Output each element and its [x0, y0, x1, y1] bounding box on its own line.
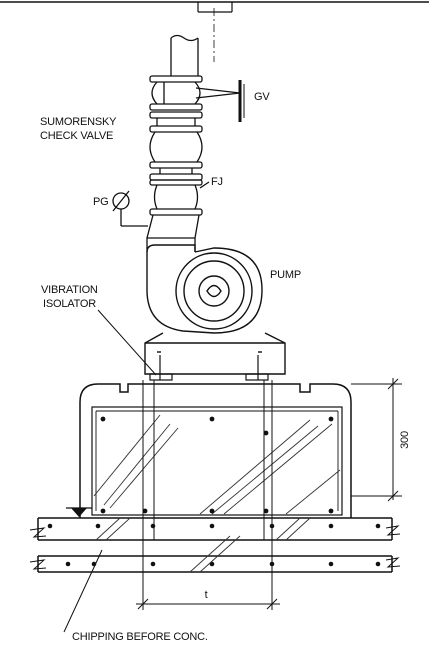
flexible-joint-label: FJ [211, 176, 223, 188]
reducer [146, 214, 200, 252]
vibration-isolator-label-line1: VIBRATION [41, 284, 98, 296]
anchor-lines [142, 380, 273, 610]
check-valve-label-line2: CHECK VALVE [40, 130, 113, 142]
gate-valve-assembly [149, 75, 245, 122]
pressure-gauge-label: PG [93, 196, 109, 208]
hatching [93, 414, 341, 515]
chipping-note-label: CHIPPING BEFORE CONC. [72, 631, 208, 643]
vibration-isolator-leader [97, 309, 157, 376]
vibration-isolator-label-line2: ISOLATOR [43, 298, 96, 310]
pressure-gauge [112, 190, 148, 227]
check-valve-assembly [149, 111, 203, 181]
vibration-isolators [149, 355, 269, 381]
slab-rebar-dots [47, 523, 381, 567]
dowel-hatching [95, 517, 311, 573]
pump-label: PUMP [270, 269, 301, 281]
level-marker-icon [71, 508, 87, 517]
dimension-300 [351, 378, 402, 502]
dimension-t [136, 598, 280, 610]
riser-pipe [170, 34, 199, 76]
flexible-joint [149, 179, 210, 216]
dimension-300-label: 300 [399, 431, 411, 449]
gate-valve-label: GV [254, 91, 270, 103]
top-border [0, 1, 429, 13]
pump-pedestal [144, 332, 286, 375]
dimension-t-label: t [205, 589, 208, 601]
concrete-base [79, 383, 352, 518]
rebar-dots [100, 416, 334, 514]
chipping-leader [63, 549, 103, 633]
pump-body [146, 244, 263, 334]
floor-slab [29, 508, 401, 573]
check-valve-label-line1: SUMORENSKY [40, 116, 117, 128]
